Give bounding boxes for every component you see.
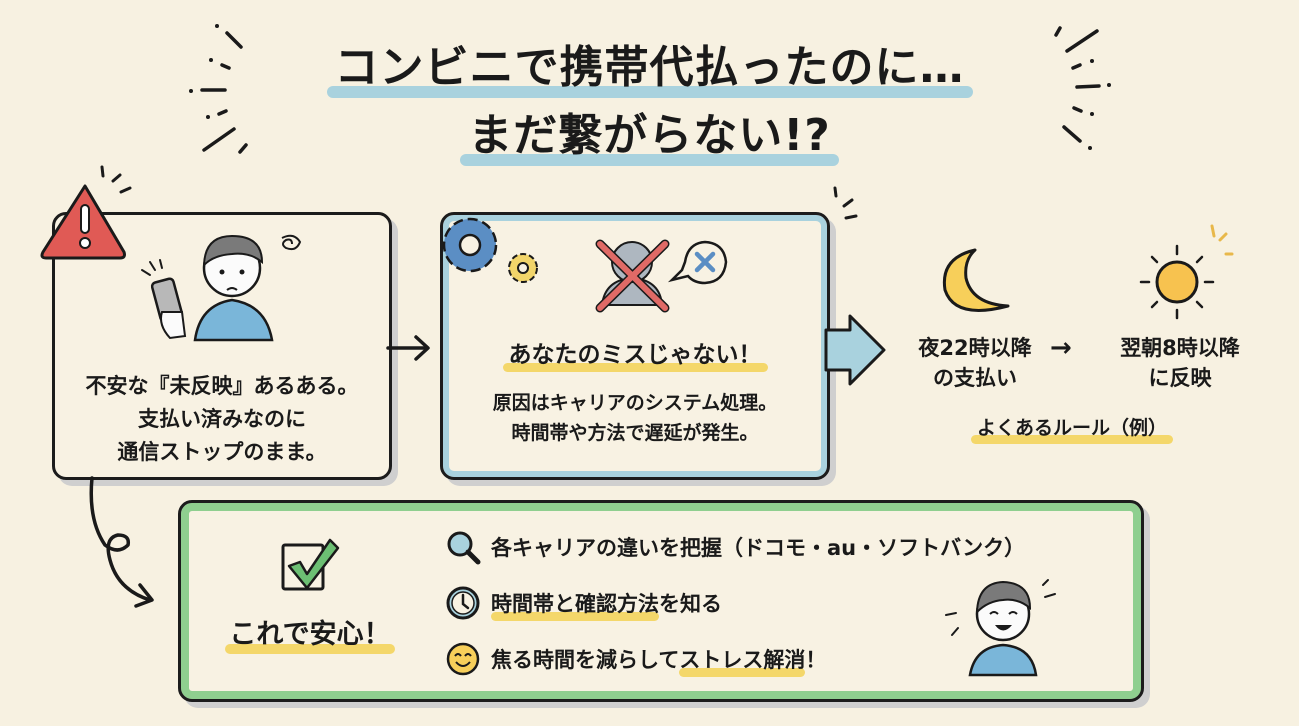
rule-to: 翌朝8時以降 に反映 bbox=[1100, 333, 1260, 393]
bullet-3-suffix: ！ bbox=[805, 648, 827, 672]
bullet-2-highlight: 時間帯と確認方法 bbox=[491, 588, 659, 621]
left-problem-text: 不安な『未反映』あるある。 支払い済みなのに 通信ストップのまま。 bbox=[52, 370, 392, 469]
title-line-2: まだ繋がらない!? bbox=[0, 108, 1299, 166]
rule-to-line-2: に反映 bbox=[1148, 366, 1212, 390]
middle-line-1: 原因はキャリアのシステム処理。 bbox=[492, 392, 778, 414]
bullet-3-prefix: 焦る時間を減らして bbox=[491, 648, 680, 672]
mid-burst-icon bbox=[833, 186, 858, 220]
rule-caption-text: よくあるルール（例） bbox=[970, 413, 1174, 444]
sun-icon bbox=[1139, 224, 1234, 320]
rule-caption: よくあるルール（例） bbox=[962, 413, 1182, 444]
left-line-3: 通信ストップのまま。 bbox=[117, 440, 327, 464]
bullet-2-suffix: を知る bbox=[659, 592, 722, 616]
rule-to-line-1: 翌朝8時以降 bbox=[1120, 336, 1240, 360]
left-line-2: 支払い済みなのに bbox=[138, 407, 306, 431]
rule-from-line-1: 夜22時以降 bbox=[918, 336, 1032, 360]
rule-from-line-2: の支払い bbox=[933, 366, 1017, 390]
curly-arrow-to-bottom bbox=[89, 476, 154, 608]
left-line-1: 不安な『未反映』あるある。 bbox=[85, 374, 359, 398]
arrow-left-to-mid bbox=[386, 335, 430, 361]
bullet-2-text: 時間帯と確認方法を知る bbox=[491, 588, 722, 621]
bullet-time-check: 時間帯と確認方法を知る bbox=[445, 583, 722, 623]
bullet-3-highlight: ストレス解消 bbox=[679, 644, 806, 677]
middle-line-2: 時間帯や方法で遅延が発生。 bbox=[511, 422, 759, 444]
bullet-carrier-differences: 各キャリアの違いを把握（ドコモ・au・ソフトバンク） bbox=[445, 527, 1025, 567]
smile-icon bbox=[446, 642, 480, 676]
rule-arrow: → bbox=[1050, 333, 1072, 363]
title-line-1: コンビニで携帯代払ったのに… bbox=[0, 40, 1299, 98]
clock-icon bbox=[446, 586, 480, 620]
moon-icon bbox=[942, 248, 1010, 312]
middle-heading: あなたのミスじゃない！ bbox=[440, 335, 830, 372]
middle-heading-text: あなたのミスじゃない！ bbox=[502, 335, 768, 372]
bullet-3-text: 焦る時間を減らしてストレス解消！ bbox=[491, 644, 827, 677]
title-text-2: まだ繋がらない!? bbox=[460, 108, 839, 166]
middle-body: 原因はキャリアのシステム処理。 時間帯や方法で遅延が発生。 bbox=[440, 388, 830, 448]
magnifier-icon bbox=[447, 531, 481, 565]
solution-heading-text: これで安心！ bbox=[225, 612, 395, 654]
solution-heading: これで安心！ bbox=[205, 612, 415, 654]
rule-from: 夜22時以降 の支払い bbox=[900, 333, 1050, 393]
bullet-stress-relief: 焦る時間を減らしてストレス解消！ bbox=[445, 639, 826, 679]
arrow-mid-to-rule bbox=[824, 314, 886, 386]
title-text-1: コンビニで携帯代払ったのに… bbox=[326, 40, 973, 98]
bullet-1-text: 各キャリアの違いを把握（ドコモ・au・ソフトバンク） bbox=[491, 536, 1026, 560]
